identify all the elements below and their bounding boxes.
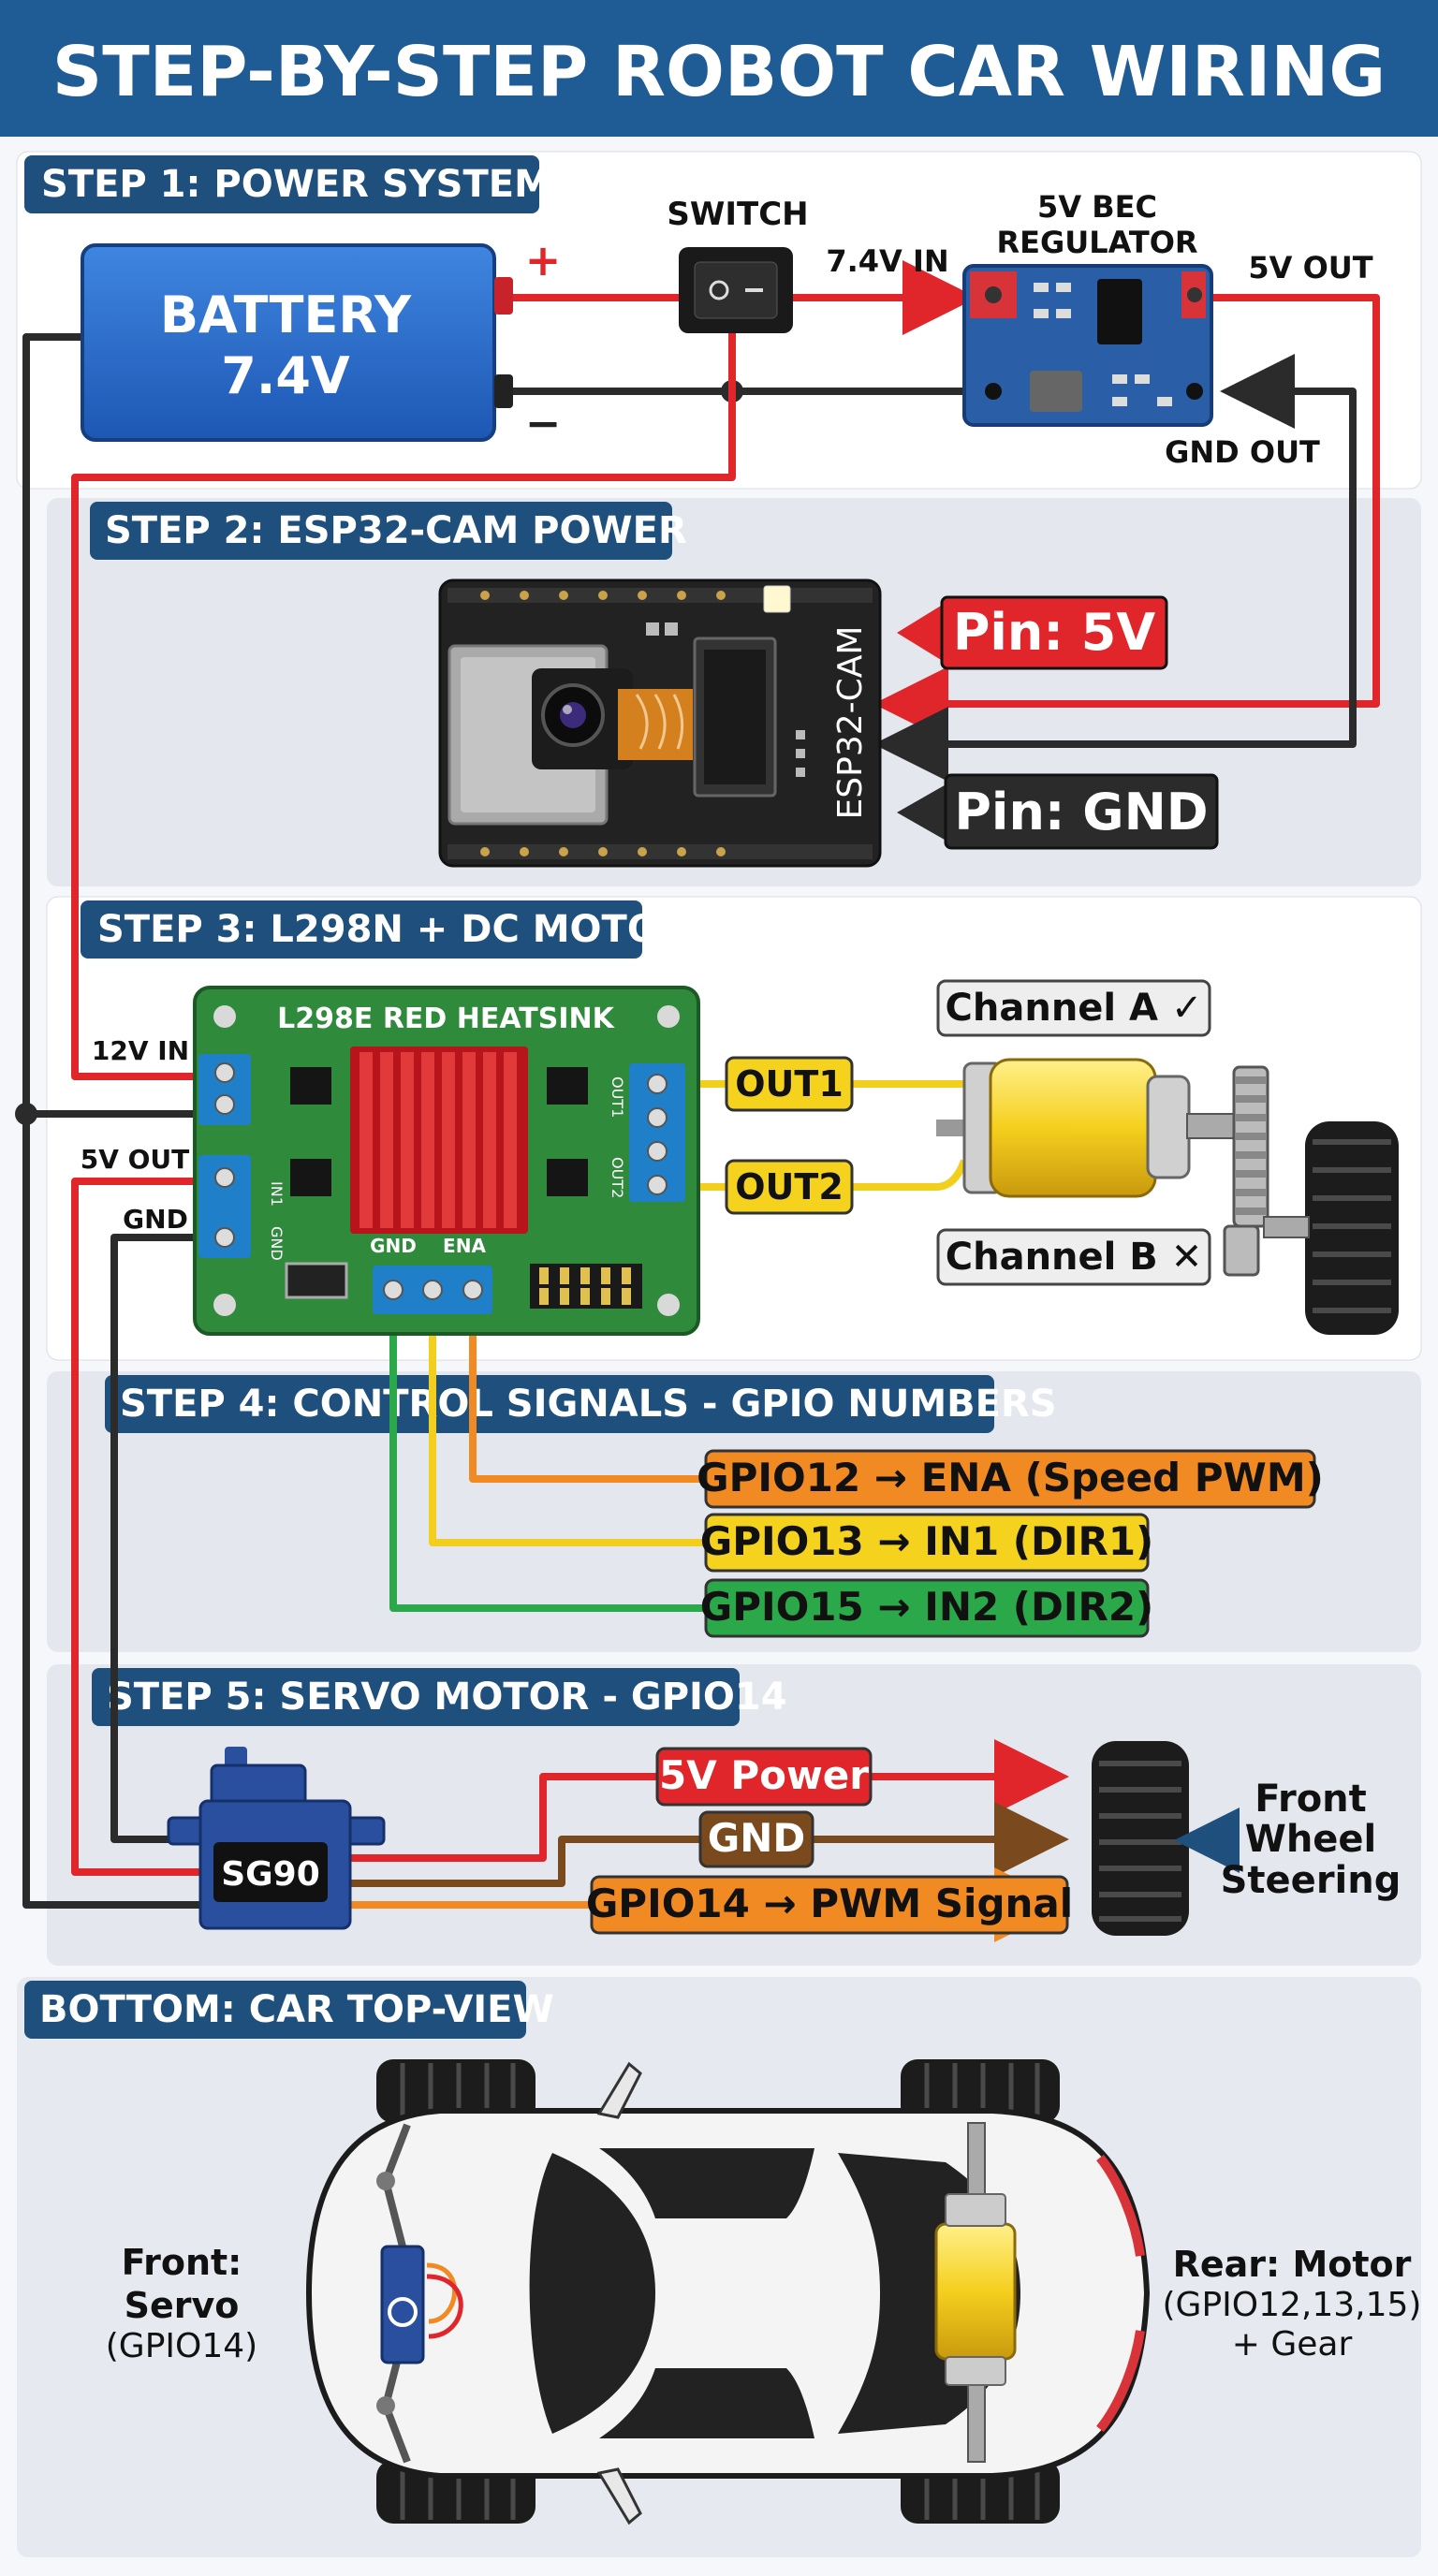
servo-power-label: 5V Power xyxy=(655,1747,873,1807)
svg-text:STEP 1: POWER SYSTEM: STEP 1: POWER SYSTEM xyxy=(41,163,551,206)
rear-wheel xyxy=(1263,1121,1399,1335)
silk-in1: IN1 xyxy=(268,1181,286,1207)
battery-minus: − xyxy=(525,398,562,448)
out2-label: OUT2 xyxy=(725,1159,854,1215)
esp-5v-wire xyxy=(873,294,1380,741)
driver-board-title: L298E RED HEATSINK xyxy=(277,1003,615,1035)
pin-gnd-callout: Pin: GND xyxy=(897,773,1219,850)
step3-tag: STEP 3: L298N + DC MOTOR xyxy=(81,900,688,959)
car-rear-label-3: + Gear xyxy=(1232,2325,1353,2364)
step1-tag: STEP 1: POWER SYSTEM xyxy=(24,155,551,213)
pin-5v-callout: Pin: 5V xyxy=(897,595,1168,670)
car-tag: BOTTOM: CAR TOP-VIEW xyxy=(24,1981,554,2039)
servo-5v-wire xyxy=(71,1178,217,1876)
esp-board-label: ESP32-CAM xyxy=(831,626,870,820)
steering-label-3: Steering xyxy=(1221,1859,1401,1902)
out1-label: OUT1 xyxy=(725,1056,854,1112)
driver-gnd-label: GND xyxy=(123,1204,188,1235)
servo-pwm-label: GPIO14 → PWM Signal xyxy=(586,1875,1073,1935)
power-switch[interactable] xyxy=(679,247,793,333)
driver-5v-out-label: 5V OUT xyxy=(81,1144,190,1175)
silk-out2: OUT2 xyxy=(609,1157,626,1198)
term-gnd-label: GND xyxy=(370,1235,417,1257)
steering-label-2: Wheel xyxy=(1245,1818,1377,1861)
svg-text:Pin: 5V: Pin: 5V xyxy=(953,603,1155,662)
signal-in2-label: GPIO15 → IN2 (DIR2) xyxy=(700,1578,1154,1638)
svg-text:STEP 3: L298N + DC MOTOR: STEP 3: L298N + DC MOTOR xyxy=(97,908,688,951)
front-wheel xyxy=(1092,1741,1189,1936)
svg-text:5V Power: 5V Power xyxy=(659,1752,869,1798)
ena-wire xyxy=(469,1310,704,1483)
svg-text:OUT2: OUT2 xyxy=(735,1166,844,1208)
servo-gnd-label: GND xyxy=(698,1810,814,1868)
car-rear-label-2: (GPIO12,13,15) xyxy=(1163,2286,1422,2324)
svg-text:GPIO12 → ENA (Speed PWM): GPIO12 → ENA (Speed PWM) xyxy=(697,1455,1324,1500)
servo-gnd-wire xyxy=(110,1234,217,1843)
switch-label: SWITCH xyxy=(667,196,808,233)
silk-gnd: GND xyxy=(268,1226,286,1261)
bec-regulator xyxy=(962,264,1213,427)
battery: BATTERY 7.4V xyxy=(81,243,513,442)
svg-text:Channel A ✓: Channel A ✓ xyxy=(946,987,1203,1030)
channel-a-label: Channel A ✓ xyxy=(936,979,1211,1037)
channel-b-label: Channel B ✕ xyxy=(936,1228,1211,1286)
svg-text:GPIO14 → PWM Signal: GPIO14 → PWM Signal xyxy=(586,1881,1073,1926)
svg-text:STEP 2: ESP32-CAM POWER: STEP 2: ESP32-CAM POWER xyxy=(105,509,687,552)
sg90-servo: SG90 xyxy=(167,1747,386,1930)
bec-in-label: 7.4V IN xyxy=(826,243,948,279)
svg-text:STEP 5: SERVO MOTOR - GPIO14: STEP 5: SERVO MOTOR - GPIO14 xyxy=(107,1676,787,1719)
step2-tag: STEP 2: ESP32-CAM POWER xyxy=(90,502,687,560)
steering-label-1: Front xyxy=(1255,1778,1367,1821)
battery-plus: + xyxy=(525,235,562,285)
svg-text:Channel B ✕: Channel B ✕ xyxy=(946,1236,1202,1279)
servo-name: SG90 xyxy=(221,1855,320,1894)
svg-text:OUT1: OUT1 xyxy=(735,1063,844,1105)
step5-tag: STEP 5: SERVO MOTOR - GPIO14 xyxy=(92,1668,787,1726)
step4-tag: STEP 4: CONTROL SIGNALS - GPIO NUMBERS xyxy=(105,1375,1057,1433)
gnd-junction xyxy=(15,1103,37,1125)
in2-wire xyxy=(389,1310,704,1612)
silk-out1: OUT1 xyxy=(609,1076,626,1118)
car-rear-label-1: Rear: Motor xyxy=(1173,2244,1412,2285)
bec-title-2: REGULATOR xyxy=(996,225,1197,260)
signal-ena-label: GPIO12 → ENA (Speed PWM) xyxy=(697,1449,1324,1509)
car-front-label-2: Servo xyxy=(125,2285,240,2326)
car-front-label-1: Front: xyxy=(122,2242,242,2283)
battery-voltage: 7.4V xyxy=(221,346,350,405)
dc-motor xyxy=(936,1058,1269,1277)
vin-12v-wire xyxy=(71,332,736,1080)
svg-text:BOTTOM: CAR TOP-VIEW: BOTTOM: CAR TOP-VIEW xyxy=(39,1988,554,2031)
svg-text:GND: GND xyxy=(708,1815,806,1861)
svg-text:GPIO13 → IN1 (DIR1): GPIO13 → IN1 (DIR1) xyxy=(700,1518,1154,1564)
out2-wire xyxy=(674,1159,968,1191)
header-bar xyxy=(0,0,1438,137)
battery-label: BATTERY xyxy=(160,285,412,344)
bec-title-1: 5V BEC xyxy=(1037,189,1157,225)
bec-gnd-out-label: GND OUT xyxy=(1165,434,1320,470)
in1-wire xyxy=(429,1310,704,1546)
page-title: STEP-BY-STEP ROBOT CAR WIRING xyxy=(52,32,1386,112)
car-top-view xyxy=(305,2059,1151,2525)
svg-text:GPIO15 → IN2 (DIR2): GPIO15 → IN2 (DIR2) xyxy=(700,1584,1154,1630)
car-front-label-3: (GPIO14) xyxy=(106,2327,257,2365)
esp32-cam-board: ESP32-CAM xyxy=(438,578,882,868)
term-ena-label: ENA xyxy=(443,1235,486,1257)
signal-in1-label: GPIO13 → IN1 (DIR1) xyxy=(700,1513,1154,1573)
l298n-driver-board: L298E RED HEATSINK IN1 GND OUT1 OUT2 GND… xyxy=(193,986,700,1336)
bec-5v-out-label: 5V OUT xyxy=(1248,250,1372,285)
driver-12v-in-label: 12V IN xyxy=(92,1035,189,1066)
svg-text:Pin: GND: Pin: GND xyxy=(954,783,1208,842)
svg-text:STEP 4: CONTROL SIGNALS - GPIO: STEP 4: CONTROL SIGNALS - GPIO NUMBERS xyxy=(120,1383,1057,1426)
